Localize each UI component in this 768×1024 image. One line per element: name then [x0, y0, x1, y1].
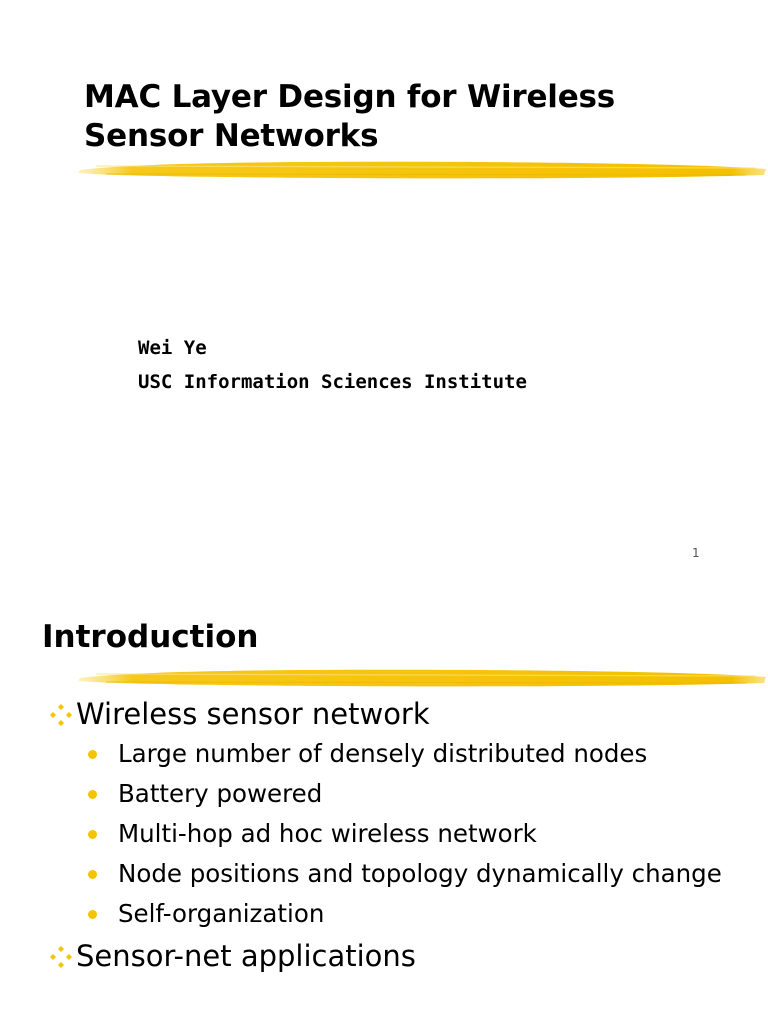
- sub-bullet-item: Battery powered: [48, 778, 760, 810]
- sub-bullet-label: Large number of densely distributed node…: [118, 739, 648, 768]
- sub-bullet-item: Large number of densely distributed node…: [48, 738, 760, 770]
- diamond-cluster-icon: [50, 946, 72, 968]
- title-line-2: Sensor Networks: [84, 118, 379, 154]
- sub-bullet-item: Node positions and topology dynamically …: [48, 858, 760, 890]
- slide-title: MAC Layer Design for Wireless Sensor Net…: [84, 78, 615, 156]
- sub-bullet-label: Self-organization: [118, 899, 325, 928]
- diamond-cluster-icon: [50, 704, 72, 726]
- author-name: Wei Ye: [138, 337, 207, 359]
- title-line-1: MAC Layer Design for Wireless: [84, 79, 616, 115]
- yellow-dot-icon: [88, 830, 97, 839]
- bullet-list: Wireless sensor network Large number of …: [48, 696, 760, 980]
- yellow-dot-icon: [88, 790, 97, 799]
- introduction-slide: Introduction Wireless sensor network Lar…: [0, 590, 768, 1024]
- sub-bullet-item: Self-organization: [48, 898, 760, 930]
- sub-bullet-item: Multi-hop ad hoc wireless network: [48, 818, 760, 850]
- yellow-dot-icon: [88, 870, 97, 879]
- yellow-dot-icon: [88, 750, 97, 759]
- sub-bullet-label: Multi-hop ad hoc wireless network: [118, 819, 537, 848]
- title-slide: MAC Layer Design for Wireless Sensor Net…: [78, 78, 766, 560]
- title-underline-brush: [78, 669, 766, 687]
- title-underline-brush: [78, 161, 766, 179]
- author-institution: USC Information Sciences Institute: [138, 371, 527, 393]
- bullet-item-wireless-sensor-network: Wireless sensor network: [48, 696, 760, 732]
- slide-title: Introduction: [42, 619, 259, 655]
- bullet-label: Wireless sensor network: [76, 697, 430, 731]
- sub-bullet-label: Battery powered: [118, 779, 323, 808]
- yellow-dot-icon: [88, 910, 97, 919]
- bullet-item-sensor-net-applications: Sensor-net applications: [48, 938, 760, 974]
- sub-bullet-label: Node positions and topology dynamically …: [118, 859, 722, 888]
- bullet-label: Sensor-net applications: [76, 939, 416, 973]
- page-number: 1: [692, 546, 700, 560]
